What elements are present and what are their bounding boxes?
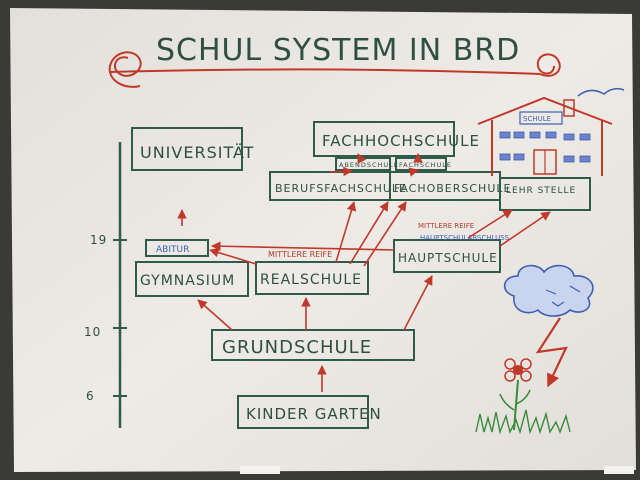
arrows (177, 153, 551, 392)
box-kindergarten: KINDER GARTEN (237, 395, 382, 429)
svg-text:LEHR STELLE: LEHR STELLE (506, 186, 576, 196)
swirl-icon (536, 53, 561, 77)
box-realschule: REALSCHULE (255, 261, 369, 295)
svg-text:FACHSCHULE: FACHSCHULE (399, 161, 452, 169)
label-mittlere-reife-2: MITTLERE REIFE (418, 222, 474, 230)
svg-text:ABITUR: ABITUR (156, 245, 189, 255)
box-hauptschule: HAUPTSCHULE (393, 239, 501, 273)
box-lehrstelle: LEHR STELLE (499, 177, 591, 211)
box-grundschule: GRUNDSCHULE (211, 329, 415, 361)
age-label-19: 19 (90, 233, 107, 247)
svg-text:FACHHOCHSCHULE: FACHHOCHSCHULE (322, 132, 480, 150)
age-label-6: 6 (86, 389, 95, 403)
label-mittlere-reife: MITTLERE REIFE (268, 250, 332, 259)
box-universitaet: UNIVERSITÄT (131, 127, 254, 171)
svg-text:ABENDSCHULE: ABENDSCHULE (339, 161, 399, 169)
title-area: SCHUL SYSTEM IN BRD (108, 33, 561, 88)
svg-text:KINDER GARTEN: KINDER GARTEN (246, 405, 382, 423)
cloud-drawing (503, 264, 594, 317)
swirl-icon (108, 51, 142, 88)
age-label-10: 10 (84, 325, 101, 339)
box-gymnasium: GYMNASIUM (135, 261, 249, 297)
flower-drawing (475, 358, 571, 435)
svg-text:BERUFSFACHSCHULE: BERUFSFACHSCHULE (275, 182, 407, 195)
box-fachhochschule: FACHHOCHSCHULE (313, 121, 480, 157)
label-hauptschulabschluss: HAUPTSCHULABSCHLUSS (420, 234, 510, 242)
box-abitur: ABITUR (145, 239, 209, 257)
svg-text:FACHOBERSCHULE: FACHOBERSCHULE (394, 182, 511, 195)
page-title: SCHUL SYSTEM IN BRD (156, 33, 520, 68)
svg-text:GRUNDSCHULE: GRUNDSCHULE (222, 337, 372, 358)
lightning-icon (535, 317, 568, 388)
svg-text:GYMNASIUM: GYMNASIUM (140, 273, 235, 289)
school-house-drawing: SCHULE (477, 87, 625, 176)
svg-text:HAUPTSCHULE: HAUPTSCHULE (398, 251, 498, 265)
house-sign: SCHULE (523, 115, 551, 123)
svg-text:UNIVERSITÄT: UNIVERSITÄT (140, 143, 254, 162)
svg-text:REALSCHULE: REALSCHULE (260, 272, 362, 288)
age-axis: 19 10 6 (84, 142, 127, 428)
